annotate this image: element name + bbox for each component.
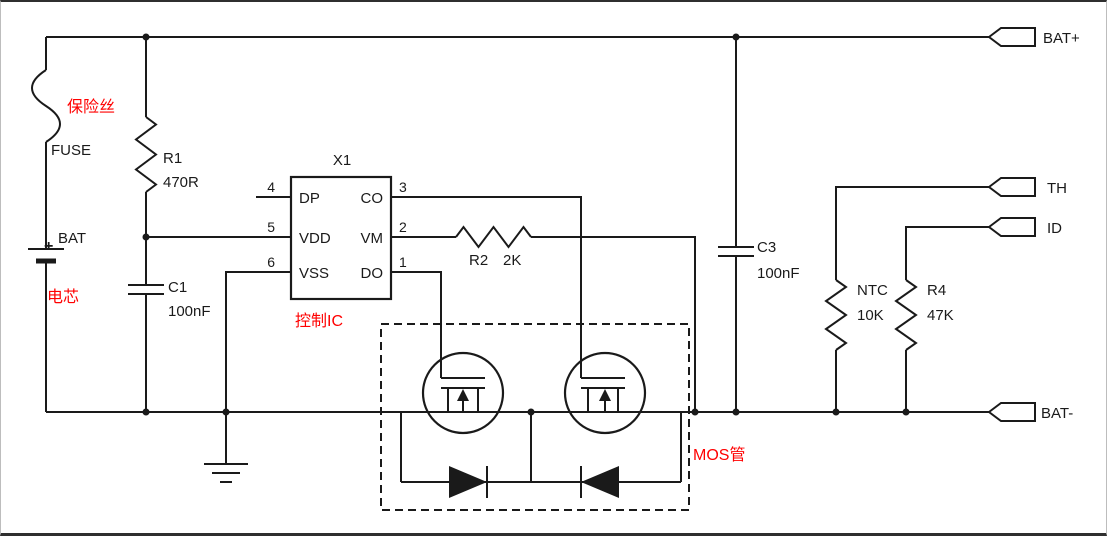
junction-dot	[142, 408, 150, 416]
junction-dot	[832, 408, 840, 416]
mosfet1-arrow-head	[457, 389, 469, 401]
pin-name-vm: VM	[361, 230, 384, 247]
pin-name-vdd: VDD	[299, 230, 331, 247]
c3-value: 100nF	[757, 265, 800, 282]
pin-name-do: DO	[361, 265, 384, 282]
control-ic-annotation: 控制IC	[295, 312, 343, 330]
pin-name-vss: VSS	[299, 265, 329, 282]
wire-th	[835, 186, 989, 280]
resistor-r1	[134, 116, 158, 193]
junction-dot	[732, 408, 740, 416]
wire-id	[905, 226, 989, 280]
pin-number-1: 1	[399, 254, 407, 270]
wire-pin1-do	[391, 271, 442, 378]
fuse-symbol	[31, 69, 61, 143]
pin-name-dp: DP	[299, 190, 320, 207]
pin-number-4: 4	[267, 179, 275, 195]
wire-pin3-co	[391, 196, 582, 378]
connector-label-th: TH	[1047, 180, 1067, 197]
connector-bat-minus	[987, 402, 1036, 422]
cell-annotation: 电芯	[47, 288, 79, 306]
junction-dot	[691, 408, 699, 416]
ntc-ref: NTC	[857, 282, 888, 299]
resistor-r2	[455, 225, 532, 249]
junction-dot	[732, 33, 740, 41]
fuse-annotation: 保险丝	[67, 98, 115, 116]
junction-dot	[527, 408, 535, 416]
c3-ref: C3	[757, 239, 776, 256]
mosfet1-body	[421, 351, 505, 435]
r1-ref: R1	[163, 150, 182, 167]
connector-id	[987, 217, 1036, 237]
connector-label-bat-minus: BAT-	[1041, 405, 1073, 422]
pin-number-3: 3	[399, 179, 407, 195]
r2-ref: R2	[469, 252, 488, 269]
r2-value: 2K	[503, 252, 521, 269]
pin-number-6: 6	[267, 254, 275, 270]
ntc-value: 10K	[857, 307, 884, 324]
junction-dot	[902, 408, 910, 416]
c1-ref: C1	[168, 279, 187, 296]
wire-pin2-vm-right	[531, 236, 696, 412]
diode1-triangle	[449, 466, 487, 498]
r1-value: 470R	[163, 174, 199, 191]
junction-dot	[142, 233, 150, 241]
c1-value: 100nF	[168, 303, 211, 320]
connector-th	[987, 177, 1036, 197]
diode2-triangle	[581, 466, 619, 498]
r4-value: 47K	[927, 307, 954, 324]
pin-number-2: 2	[399, 219, 407, 235]
resistor-ntc	[824, 279, 848, 351]
pin-name-co: CO	[361, 190, 384, 207]
r4-ref: R4	[927, 282, 946, 299]
connector-label-id: ID	[1047, 220, 1062, 237]
pin-number-5: 5	[267, 219, 275, 235]
ic-ref: X1	[333, 152, 351, 169]
ground-symbol	[204, 463, 248, 483]
junction-dot	[222, 408, 230, 416]
junction-dot	[142, 33, 150, 41]
battery-polarity: +	[44, 238, 53, 255]
fuse-label: FUSE	[51, 142, 91, 159]
wire-pin6-vss	[225, 271, 291, 464]
battery-label: BAT	[58, 230, 86, 247]
connector-bat-plus	[987, 27, 1036, 47]
mosfet2-arrow-head	[599, 389, 611, 401]
connector-label-bat-plus: BAT+	[1043, 30, 1080, 47]
mosfet-annotation: MOS管	[693, 446, 745, 464]
resistor-r4	[894, 279, 918, 351]
mosfet2-body	[563, 351, 647, 435]
